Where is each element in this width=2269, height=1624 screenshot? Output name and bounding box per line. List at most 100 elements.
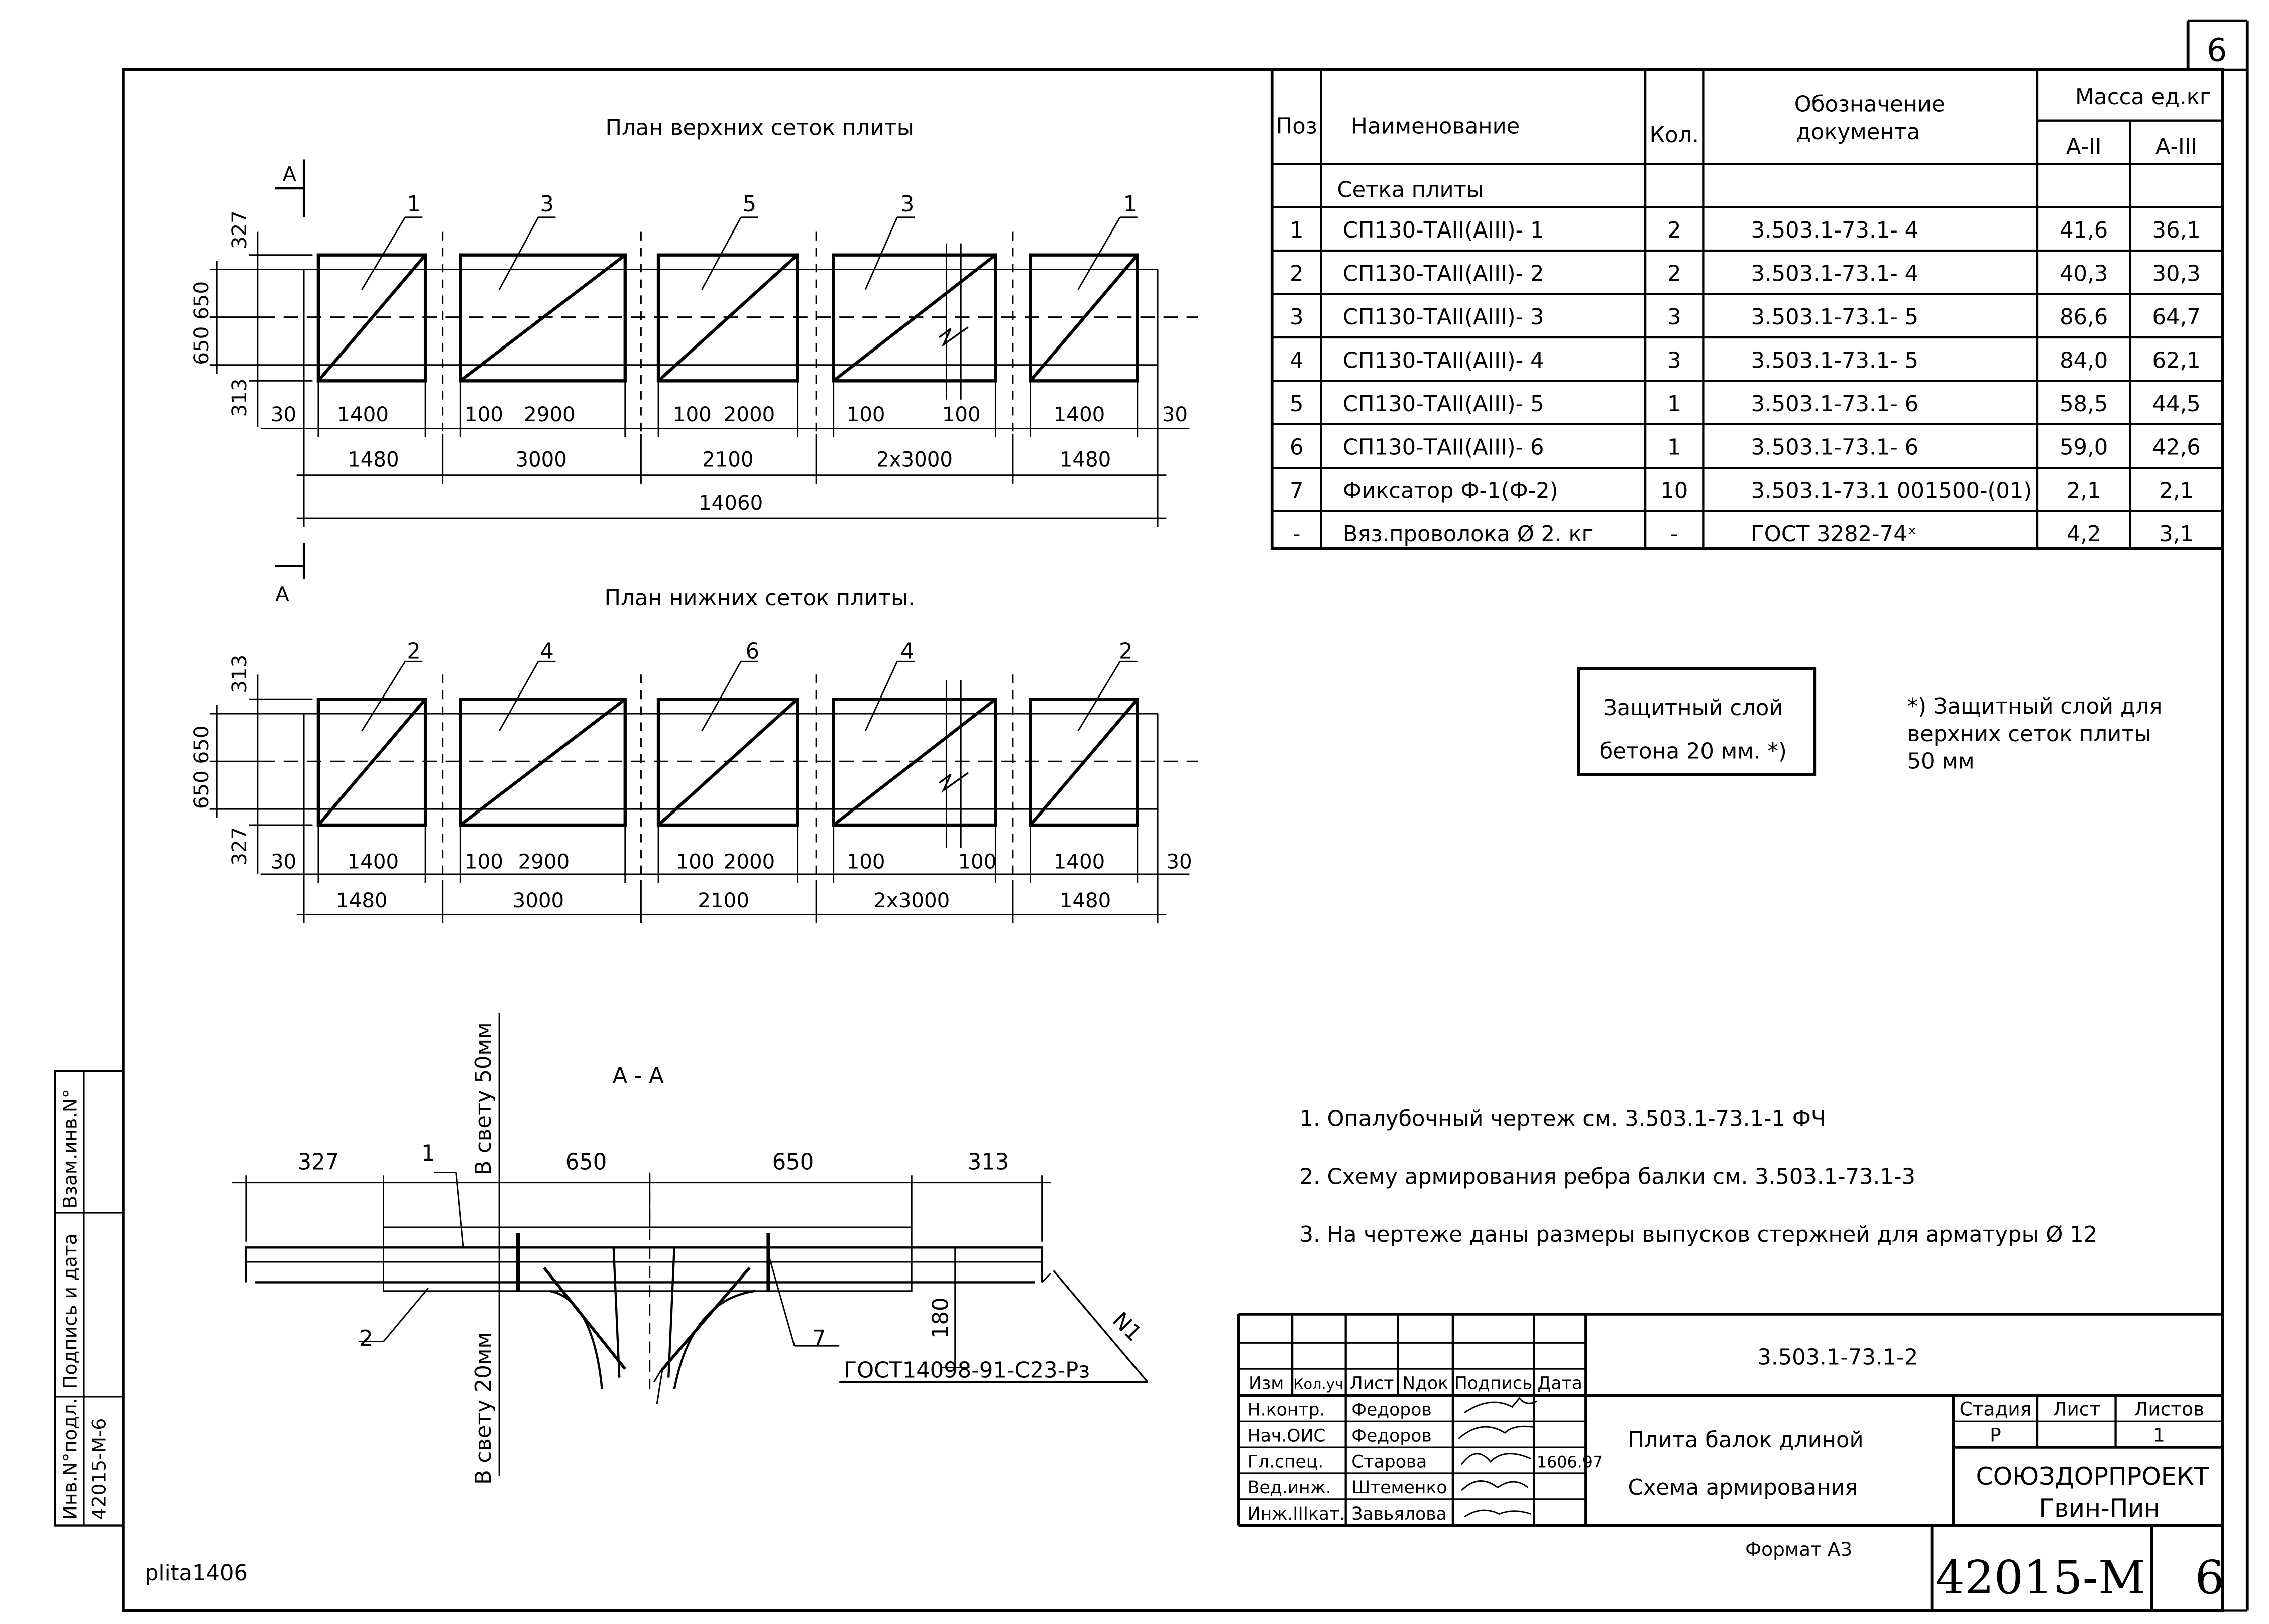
vertical-label-bottom: В свету 20мм xyxy=(471,1332,496,1485)
mesh-top-1 xyxy=(316,253,427,383)
sheet-frame xyxy=(122,19,2249,1612)
sign-date: 1606.97 xyxy=(1537,1453,1603,1471)
note-1: 1. Опалубочный чертеж см. 3.503.1-73.1-1… xyxy=(1299,1106,1826,1131)
big-sheet-number: 6 xyxy=(2195,1550,2225,1604)
cover-layer-line1: Защитный слой xyxy=(1603,695,1783,721)
dim-label: 100 xyxy=(465,850,503,873)
mesh-bottom-4a xyxy=(459,698,627,827)
cell-qty: - xyxy=(1670,522,1678,547)
dim-label: 1400 xyxy=(337,403,389,426)
staff-role: Н.контр. xyxy=(1247,1400,1325,1420)
weld-spec: ГОСТ14098-91-С23-Рз xyxy=(844,1358,1090,1383)
cell-pos: - xyxy=(1293,522,1301,547)
cover-layer-line2: бетона 20 мм. *) xyxy=(1600,739,1787,764)
vertical-label-top: В свету 50мм xyxy=(471,1022,496,1175)
stamp-label: Взам.инв.N° xyxy=(59,1089,81,1208)
cell-mass-a2: 2,1 xyxy=(2067,479,2101,504)
header-a3: А-III xyxy=(2155,134,2197,159)
doc-code: 3.503.1-73.1-2 xyxy=(1757,1345,1918,1370)
dim-label: 650 650 xyxy=(190,725,213,809)
bottom-plan-mesh-labels: 2 4 6 4 2 xyxy=(407,639,1132,664)
section-dims: 327 650 650 313 1 2 7 180 N1 ГОСТ14098-9… xyxy=(298,1022,1147,1485)
cell-pos: 7 xyxy=(1290,479,1304,504)
cell-mass-a2: 86,6 xyxy=(2060,305,2108,330)
cell-qty: 2 xyxy=(1667,218,1681,243)
dim-label: 327 xyxy=(228,827,251,866)
sheet-header: Лист xyxy=(2053,1398,2100,1420)
dim-label: 30 xyxy=(271,850,296,873)
cell-pos: 6 xyxy=(1290,435,1304,460)
cell-name: СП130-ТАII(АIII)- 5 xyxy=(1343,392,1544,417)
cell-doc: 3.503.1-73.1 001500-(01) xyxy=(1751,479,2032,504)
dim-label: 3000 xyxy=(515,447,567,471)
cell-name: СП130-ТАII(АIII)- 2 xyxy=(1343,262,1544,287)
dim-label: 2000 xyxy=(724,850,775,873)
cell-name: СП130-ТАII(АIII)- 6 xyxy=(1343,435,1544,460)
top-plan-row2-dims: 1480 3000 2100 2x3000 1480 xyxy=(348,447,1111,471)
mesh-label: 6 xyxy=(746,639,760,664)
mesh-top-5 xyxy=(656,253,799,383)
cell-mass-a3: 44,5 xyxy=(2152,392,2200,417)
cell-mass-a3: 30,3 xyxy=(2152,262,2200,287)
file-label: plita1406 xyxy=(145,1561,248,1586)
rev-header: Кол.уч xyxy=(1293,1376,1343,1393)
stamp-label: Подпись и дата xyxy=(59,1234,81,1389)
mesh-label: 4 xyxy=(540,639,554,664)
top-plan-title: План верхних сеток плиты xyxy=(606,115,914,141)
top-plan-row1-dims: 30 1400 100 2900 100 2000 100 100 1400 3… xyxy=(271,403,1188,426)
bottom-plan-side-dims: 313 650 650 327 xyxy=(190,655,251,866)
cell-pos: 1 xyxy=(1290,218,1304,243)
bottom-plan xyxy=(209,660,1198,923)
cell-name: Вяз.проволока Ø 2. кг xyxy=(1343,522,1593,547)
section-a-a xyxy=(232,1013,1149,1476)
footnote-line1: *) Защитный слой для xyxy=(1907,694,2163,719)
cell-mass-a3: 2,1 xyxy=(2159,479,2194,504)
group-label: Сетка плиты xyxy=(1337,177,1484,202)
cell-mass-a2: 84,0 xyxy=(2060,348,2108,373)
dim-label: 650 650 xyxy=(190,281,213,365)
spec-table-headers: Поз Наименование Кол. Обозначение докуме… xyxy=(1276,85,2211,202)
rev-header: Дата xyxy=(1537,1374,1582,1394)
dim-label: 2000 xyxy=(724,403,775,426)
staff-role: Вед.инж. xyxy=(1247,1478,1331,1498)
format-label: Формат А3 xyxy=(1745,1538,1852,1560)
dim-label: 1400 xyxy=(348,850,399,873)
mesh-label: 1 xyxy=(407,192,421,217)
dim-label: 1480 xyxy=(336,889,388,912)
cell-qty: 2 xyxy=(1667,262,1681,287)
mesh-label: 3 xyxy=(900,192,915,217)
top-plan xyxy=(209,159,1198,579)
mesh-label: 4 xyxy=(900,639,915,664)
cell-pos: 4 xyxy=(1290,348,1304,373)
dim-label: 313 xyxy=(968,1150,1009,1175)
cell-qty: 10 xyxy=(1660,479,1688,504)
mesh-top-1b xyxy=(1029,253,1139,383)
cell-mass-a3: 36,1 xyxy=(2152,218,2200,243)
mesh-top-3a xyxy=(459,253,627,383)
dim-label: 2x3000 xyxy=(873,889,950,912)
dim-label: 100 xyxy=(847,850,885,873)
mesh-bottom-2b xyxy=(1029,698,1139,827)
dim-label: 1480 xyxy=(1060,447,1111,471)
spec-table xyxy=(1270,68,2224,550)
staff-role: Гл.спец. xyxy=(1247,1452,1324,1472)
cell-mass-a2: 41,6 xyxy=(2060,218,2108,243)
section-mark-a-bottom: А xyxy=(275,582,289,606)
dim-label: 2100 xyxy=(702,447,754,471)
sheets-value: 1 xyxy=(2153,1424,2165,1446)
dim-label: 2900 xyxy=(518,850,570,873)
cell-mass-a3: 3,1 xyxy=(2159,522,2194,547)
note-3: 3. На чертеже даны размеры выпусков стер… xyxy=(1299,1222,2097,1247)
cell-mass-a2: 40,3 xyxy=(2060,262,2108,287)
stage-value: Р xyxy=(1990,1424,2001,1446)
cell-name: СП130-ТАII(АIII)- 4 xyxy=(1343,348,1544,373)
cell-qty: 3 xyxy=(1667,348,1681,373)
section-mark-a-top: А xyxy=(282,163,296,186)
staff-name: Старова xyxy=(1351,1452,1427,1472)
header-doc-2: документа xyxy=(1796,120,1920,145)
dim-label: 2100 xyxy=(698,889,749,912)
